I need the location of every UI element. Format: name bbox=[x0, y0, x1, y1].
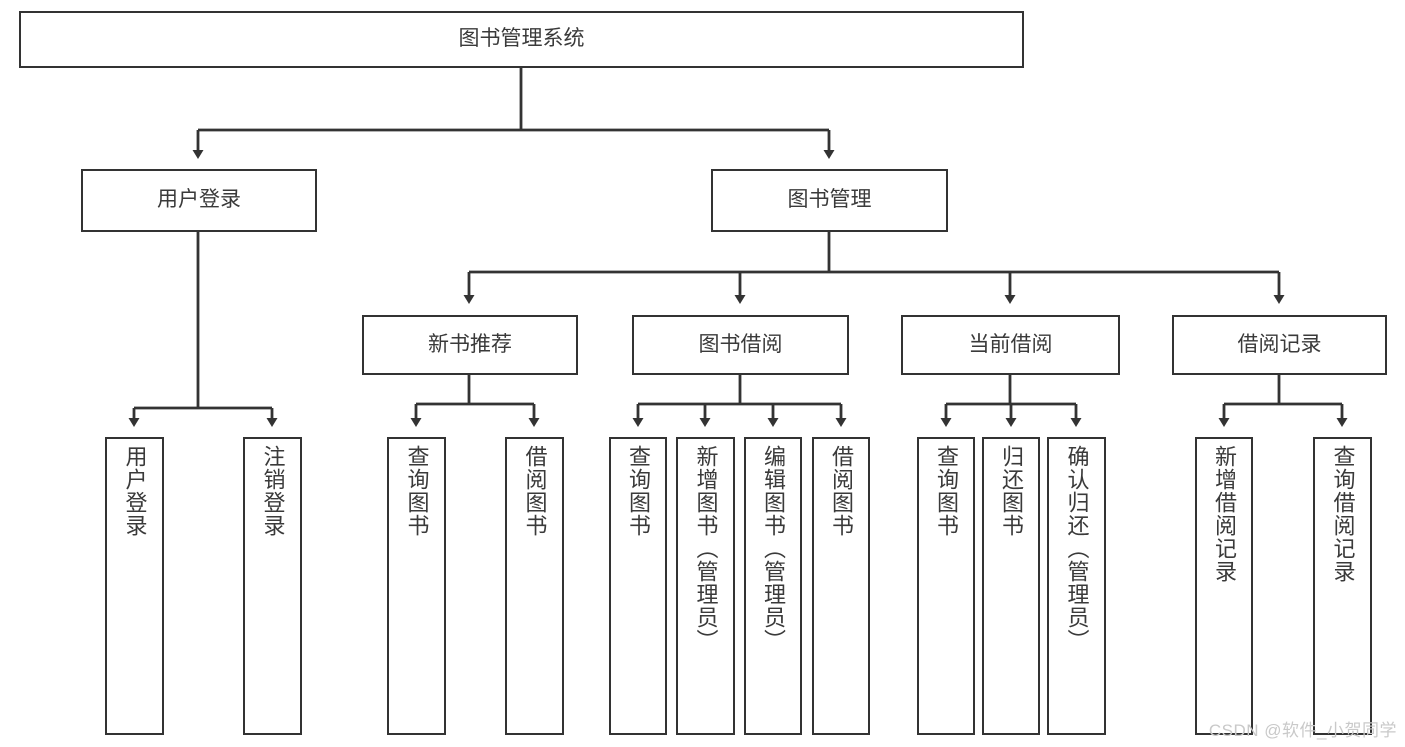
node-new-book-recommend[interactable]: 新书推荐 bbox=[362, 315, 578, 375]
node-leaf-logout-login-label: 注销登录 bbox=[260, 445, 286, 537]
node-leaf-query-book-1[interactable]: 查询图书 bbox=[387, 437, 446, 735]
node-current-borrow[interactable]: 当前借阅 bbox=[901, 315, 1120, 375]
node-book-management-label: 图书管理 bbox=[787, 188, 872, 212]
node-leaf-return-book-label: 归还图书 bbox=[998, 445, 1024, 537]
node-leaf-query-book-1-label: 查询图书 bbox=[404, 445, 430, 537]
node-leaf-logout-login[interactable]: 注销登录 bbox=[243, 437, 302, 735]
node-leaf-add-record[interactable]: 新增借阅记录 bbox=[1195, 437, 1253, 735]
node-leaf-confirm-return-label: 确认归还（管理员） bbox=[1064, 445, 1090, 652]
node-leaf-borrow-book-1[interactable]: 借阅图书 bbox=[505, 437, 564, 735]
node-user-login-label: 用户登录 bbox=[157, 188, 241, 212]
node-borrow-record-label: 借阅记录 bbox=[1237, 332, 1322, 356]
csdn-watermark: CSDN @软件_小贺同学 bbox=[1208, 721, 1397, 740]
node-leaf-borrow-book-2-label: 借阅图书 bbox=[828, 445, 854, 537]
node-leaf-return-book[interactable]: 归还图书 bbox=[982, 437, 1040, 735]
node-book-management[interactable]: 图书管理 bbox=[711, 169, 948, 232]
node-user-login[interactable]: 用户登录 bbox=[81, 169, 317, 232]
node-leaf-user-login-label: 用户登录 bbox=[122, 445, 148, 537]
node-leaf-query-record-label: 查询借阅记录 bbox=[1330, 445, 1356, 583]
node-leaf-confirm-return[interactable]: 确认归还（管理员） bbox=[1047, 437, 1106, 735]
node-leaf-user-login[interactable]: 用户登录 bbox=[105, 437, 164, 735]
node-root-label: 图书管理系统 bbox=[458, 27, 585, 51]
node-leaf-add-book[interactable]: 新增图书（管理员） bbox=[676, 437, 735, 735]
node-book-borrow-label: 图书借阅 bbox=[698, 332, 783, 356]
node-leaf-edit-book[interactable]: 编辑图书（管理员） bbox=[744, 437, 802, 735]
node-leaf-query-book-3-label: 查询图书 bbox=[933, 445, 959, 537]
node-leaf-add-record-label: 新增借阅记录 bbox=[1211, 445, 1237, 583]
node-leaf-query-book-2[interactable]: 查询图书 bbox=[609, 437, 667, 735]
node-leaf-edit-book-label: 编辑图书（管理员） bbox=[760, 445, 786, 652]
node-leaf-borrow-book-1-label: 借阅图书 bbox=[522, 445, 548, 537]
node-new-book-recommend-label: 新书推荐 bbox=[428, 332, 512, 356]
node-leaf-query-book-3[interactable]: 查询图书 bbox=[917, 437, 975, 735]
node-borrow-record[interactable]: 借阅记录 bbox=[1172, 315, 1387, 375]
node-current-borrow-label: 当前借阅 bbox=[968, 332, 1053, 356]
node-book-borrow[interactable]: 图书借阅 bbox=[632, 315, 849, 375]
node-root[interactable]: 图书管理系统 bbox=[19, 11, 1024, 68]
node-leaf-query-book-2-label: 查询图书 bbox=[625, 445, 651, 537]
node-leaf-borrow-book-2[interactable]: 借阅图书 bbox=[812, 437, 870, 735]
node-leaf-query-record[interactable]: 查询借阅记录 bbox=[1313, 437, 1372, 735]
node-leaf-add-book-label: 新增图书（管理员） bbox=[693, 445, 719, 652]
